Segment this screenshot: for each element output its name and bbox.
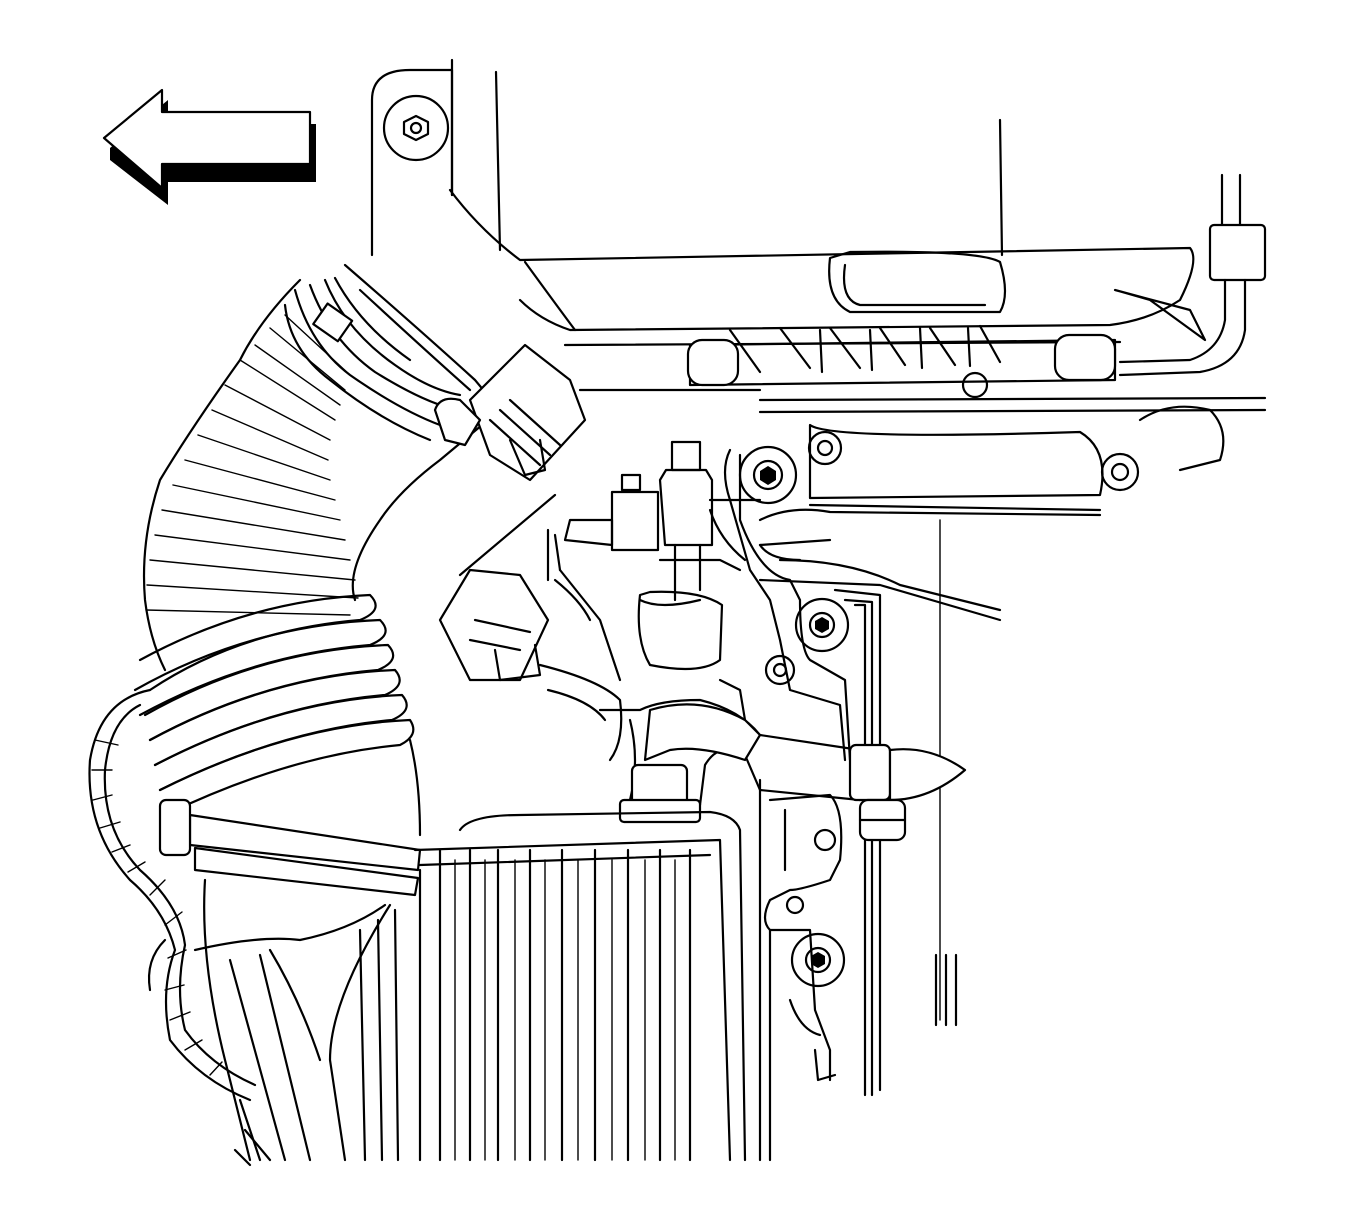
connector-icon	[438, 568, 550, 682]
bolt-icon	[794, 597, 850, 653]
arrow-left-icon	[102, 88, 316, 205]
air-intake-duct	[133, 263, 502, 1162]
mounting-bolts	[738, 371, 1140, 988]
bolt-icon	[1100, 452, 1140, 492]
bolt-icon	[785, 828, 837, 915]
sensor-connector-top-right	[1118, 173, 1267, 377]
bolt-icon	[790, 932, 846, 988]
harness-routing-right	[538, 663, 967, 842]
throttle-sensor-assembly	[546, 440, 762, 732]
air-cleaner-housing	[448, 188, 1207, 392]
bolt-icon	[961, 371, 989, 399]
wiring-harness	[88, 688, 272, 1167]
connector-icon	[433, 343, 587, 482]
electrical-connectors	[433, 343, 587, 682]
bolt-icon	[807, 430, 843, 466]
mounting-bracket-plate	[723, 448, 882, 1162]
intake-manifold	[758, 396, 1267, 1027]
upper-bracket	[370, 58, 1004, 257]
bolt-icon	[764, 654, 796, 686]
bolt-icon	[738, 445, 798, 505]
air-cleaner-lower-box	[358, 810, 747, 1162]
